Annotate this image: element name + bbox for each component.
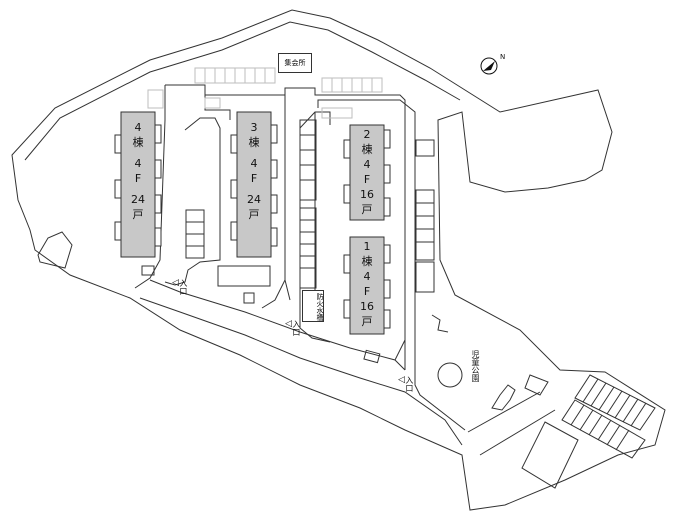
main-road [134, 85, 166, 289]
entrance-marker-3: ◁入口 [398, 375, 414, 393]
loop-left [164, 117, 221, 286]
shed-right [363, 349, 381, 364]
balconies [114, 124, 391, 329]
shed-mid [243, 292, 255, 304]
building-1 [349, 236, 385, 335]
entrance-marker-2: ◁入口 [285, 319, 301, 337]
inner-boundary [24, 21, 461, 161]
park-sandpit [437, 362, 463, 388]
building-2 [349, 124, 385, 221]
park-label: 児童公園 [471, 350, 480, 382]
central-plaza [217, 265, 271, 287]
triangle-icon: ◁ [398, 375, 405, 385]
parking-columns [185, 119, 435, 293]
north-arrow-icon [480, 57, 498, 75]
lower-road [139, 297, 463, 446]
main-road-outline [165, 84, 406, 370]
shed-left [141, 265, 155, 276]
meeting-hall: 集会所 [278, 53, 312, 73]
left-plot [37, 231, 73, 269]
building-4 [120, 111, 156, 258]
parking-lower-right [467, 374, 656, 489]
parking-top [147, 67, 383, 119]
loop-right [394, 130, 406, 361]
fire-cistern: 防火水槽 [302, 290, 324, 322]
triangle-icon: ◁ [285, 319, 292, 329]
main-road-east [317, 99, 466, 431]
entrance-marker-1: ◁入口 [172, 278, 188, 296]
site-boundary [11, 9, 666, 511]
north-label: N [500, 53, 506, 61]
park-swing [491, 384, 516, 411]
park-slide [431, 314, 449, 333]
triangle-icon: ◁ [172, 278, 179, 288]
